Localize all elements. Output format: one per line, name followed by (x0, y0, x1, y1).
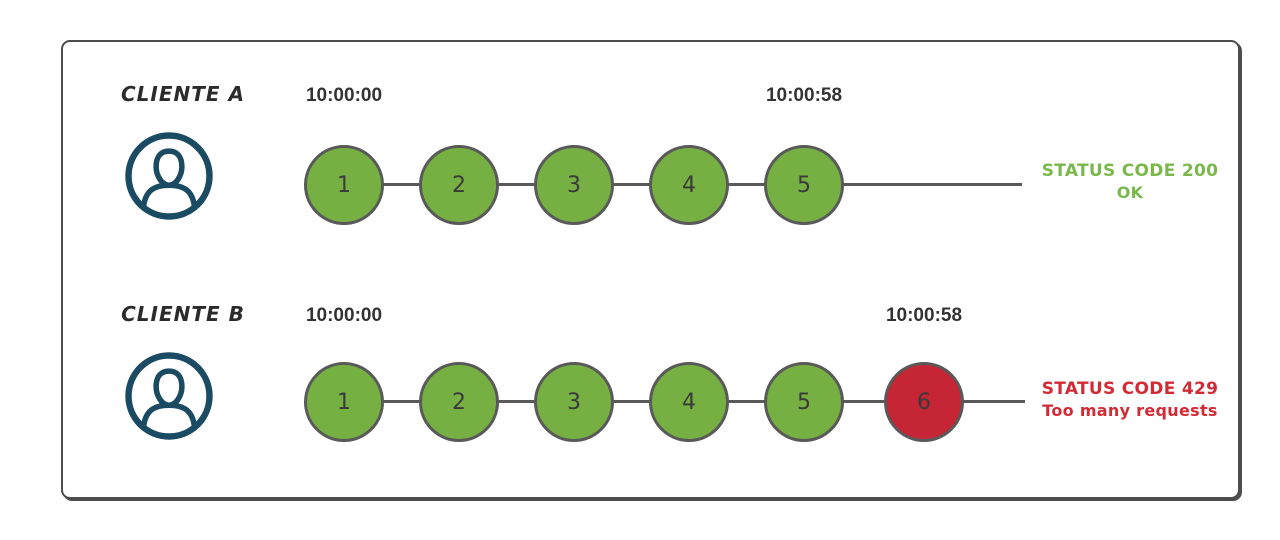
request-circle-a1: 1 (304, 145, 384, 225)
status-code-label: STATUS CODE 200 (1041, 161, 1219, 181)
user-avatar-icon (123, 130, 215, 222)
request-circle-b4: 4 (649, 362, 729, 442)
start-time-label: 10:00:00 (305, 85, 383, 106)
status-code-429-text: STATUS CODE 429 Too many requests (1010, 379, 1250, 421)
user-avatar-icon (123, 350, 215, 442)
request-circle-b2: 2 (419, 362, 499, 442)
end-time-label: 10:00:58 (765, 85, 843, 106)
request-circle-b3: 3 (534, 362, 614, 442)
client-b-label: CLIENTE B (121, 302, 245, 326)
end-time-label: 10:00:58 (885, 305, 963, 326)
request-circle-a5: 5 (764, 145, 844, 225)
status-code-label: STATUS CODE 429 (1041, 379, 1219, 399)
status-message: OK (1116, 183, 1144, 202)
request-circle-b6-rate-limited: 6 (884, 362, 964, 442)
start-time-label: 10:00:00 (305, 305, 383, 326)
request-circle-b1: 1 (304, 362, 384, 442)
status-code-200-text: STATUS CODE 200 OK (1010, 161, 1250, 203)
diagram-frame: CLIENTE A 10:00:00 10:00:58 1 2 3 4 5 ST… (61, 40, 1240, 499)
request-circle-b5: 5 (764, 362, 844, 442)
request-circle-a3: 3 (534, 145, 614, 225)
request-circle-a4: 4 (649, 145, 729, 225)
client-a-label: CLIENTE A (120, 82, 245, 106)
request-circle-a2: 2 (419, 145, 499, 225)
status-message: Too many requests (1042, 401, 1218, 420)
